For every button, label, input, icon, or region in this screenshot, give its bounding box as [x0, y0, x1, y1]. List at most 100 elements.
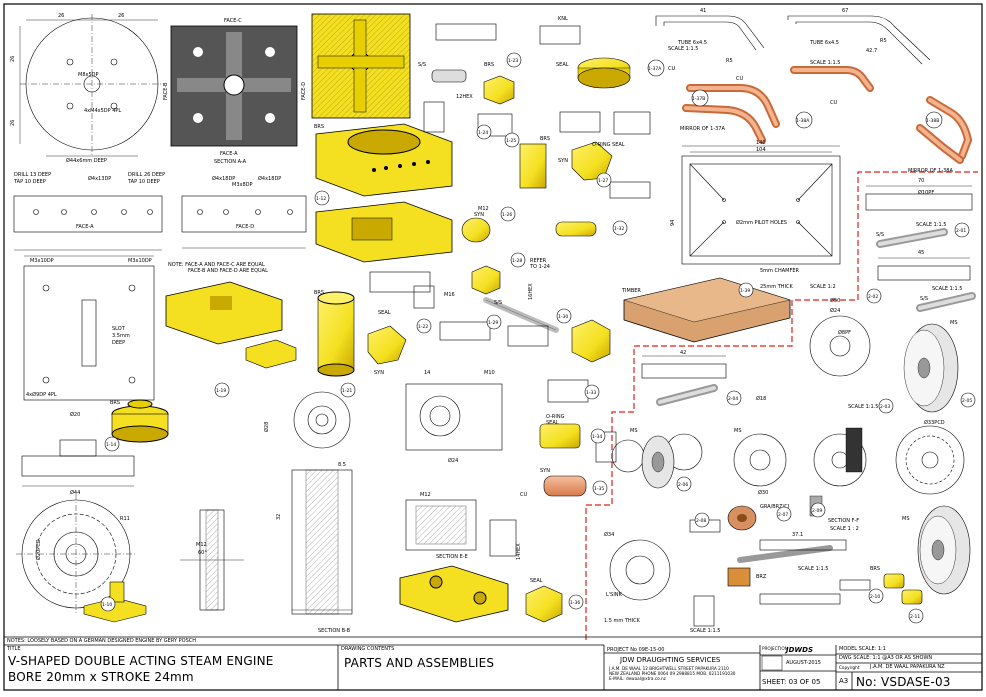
tube-label-1: TUBE 6x4.5	[677, 40, 707, 46]
balloon-2-05: 2-05	[962, 398, 972, 404]
port-face-view	[23, 255, 155, 401]
balloon-1-36: 1-36	[570, 600, 580, 606]
cu-label-2: CU	[736, 76, 743, 82]
balloon-1-29: 1-29	[488, 320, 498, 326]
syn-label-4: SYN	[540, 468, 550, 474]
m10-label: M10	[484, 370, 495, 376]
brs-label-2: BRS	[110, 400, 120, 406]
dim-41: 41	[700, 8, 706, 14]
o-ring-label-2b: SEAL	[546, 420, 559, 426]
note-drill13: DRILL 13 DEEP	[14, 172, 51, 178]
balloon-1-37a: 1-37A	[648, 66, 662, 72]
drawing-date: AUGUST-2015	[786, 660, 821, 666]
balloon-2-04: 2-04	[728, 396, 738, 402]
hex14-label: 14HEX	[516, 543, 522, 560]
dim-104: 104	[756, 147, 766, 153]
cu-label-1: CU	[668, 66, 675, 72]
scale-label-g: SCALE 1:1.5	[690, 628, 720, 634]
face-c-label: FACE-C	[224, 18, 242, 24]
valve-block-view	[405, 383, 503, 451]
note-faces: NOTE: FACE-A AND FACE-C ARE EQUAL	[168, 262, 265, 268]
dim-37-1: 37.1	[792, 532, 803, 538]
scale-label-d: SCALE 1:1.5	[932, 286, 962, 292]
m16-label: M16	[444, 292, 455, 298]
balloon-1-33: 1-33	[586, 390, 596, 396]
dim-10pf: Ø10PF	[918, 189, 934, 196]
brs-label-5: BRS	[484, 62, 494, 68]
note-m4x13dp: Ø4x13DP	[88, 175, 111, 182]
section-ee-label: SECTION E-E	[436, 554, 468, 560]
cu-label-3: CU	[830, 100, 837, 106]
cu-label-4: CU	[520, 492, 527, 498]
balloon-2-01: 2-01	[956, 228, 966, 234]
standard-section-view	[21, 439, 135, 487]
assembly-boundary	[585, 171, 978, 640]
title-block-frame	[4, 636, 982, 690]
connecting-rod-view	[689, 519, 871, 627]
sheet-size: A3	[839, 677, 849, 685]
sheet-number: SHEET: 03 OF 05	[762, 678, 821, 686]
steam-chest-face-view	[170, 25, 298, 147]
balloon-1-38a: 1-38A	[796, 118, 810, 124]
ss-label-3: S/S	[876, 232, 884, 238]
company-address2: NEW ZEALAND PHONE 0064 09 2988815 MOB. 0…	[609, 671, 736, 676]
steam-chest-3d-view	[311, 13, 411, 119]
thick-15-label: 1.5 mm THICK	[604, 618, 641, 624]
company-address1: J.A.M. DE WAAL 12 BRIGHTWELL STREET PAPA…	[609, 666, 729, 671]
knl-label: KNL	[558, 16, 568, 22]
drawing-contents: PARTS AND ASSEMBLIES	[344, 656, 495, 670]
owner-name: J.A.M. DE WAAL PAPAKURA NZ	[870, 664, 945, 670]
mirror-38-label: MIRROR OF 1-38A	[908, 168, 953, 174]
dim-26-c: 26	[10, 56, 16, 62]
crank-disc-view	[16, 494, 136, 614]
note-m4x9dp: 4xØ9DP 4PL	[26, 391, 57, 398]
copper-tubes	[682, 66, 973, 164]
title-label: TITLE	[7, 646, 21, 652]
balloon-2-06: 2-06	[678, 482, 688, 488]
note-tap10: TAP 10 DEEP	[13, 179, 46, 185]
note-tap10b: TAP 10 DEEP	[127, 179, 160, 185]
dim-8pf: Ø8PF	[838, 329, 851, 336]
scale-label-f: SCALE 1:1.5	[798, 566, 828, 572]
dim-85: 8.5	[338, 462, 346, 468]
r5-b: R5	[880, 38, 887, 44]
hex16-label: 16HEX	[528, 283, 534, 300]
cylinder-block-section-3d	[315, 201, 453, 263]
cylinder-cover-drawing	[19, 14, 164, 157]
chamfer-label: 5mm CHAMFER	[760, 268, 800, 274]
note-m3x10dp-a: M3x10DP	[30, 258, 54, 264]
o-ring-label: O-RING SEAL	[592, 142, 625, 148]
note-slot2: 3.5mm	[112, 333, 130, 339]
dim-94: 94	[670, 220, 676, 226]
balloon-1-10: 1-10	[102, 602, 112, 608]
balloon-1-24: 1-24	[478, 130, 488, 136]
dim-67: 67	[842, 8, 848, 14]
brs-label-3: BRS	[314, 290, 324, 296]
note-faces2: FACE-B AND FACE-D ARE EQUAL	[188, 268, 268, 274]
gra-label: GRA/BRZ/CI	[760, 504, 789, 510]
dim-18: Ø18	[756, 395, 766, 402]
dim-32: 32	[276, 514, 282, 520]
base-plate-drawing	[681, 145, 841, 265]
dim-24-center: Ø24	[448, 457, 458, 464]
cylinder-liner-3d	[317, 291, 355, 377]
note-m3x8dp: M3x8DP	[232, 182, 253, 188]
seal-label-3: SEAL	[530, 578, 543, 584]
m12-label: M12	[478, 206, 489, 212]
tube-label-2: TUBE 6x4.5	[809, 40, 839, 46]
scale-label-a: SCALE 1:1.5	[668, 46, 698, 52]
balloon-1-26: 1-26	[502, 212, 512, 218]
dim-70: 70	[918, 178, 924, 184]
steam-chest-block-3d	[399, 565, 509, 623]
dim-45: 45	[918, 250, 924, 256]
ss-label-2: S/S	[494, 300, 502, 306]
balloon-2-02: 2-02	[868, 294, 878, 300]
dim-33pcd: Ø33PCD	[924, 419, 945, 426]
note-drill26: DRILL 26 DEEP	[128, 172, 165, 178]
balloon-1-35: 1-35	[594, 486, 604, 492]
shafts-3d	[656, 228, 976, 563]
balloon-1-30: 1-30	[558, 314, 568, 320]
ss-label-1: S/S	[418, 62, 426, 68]
